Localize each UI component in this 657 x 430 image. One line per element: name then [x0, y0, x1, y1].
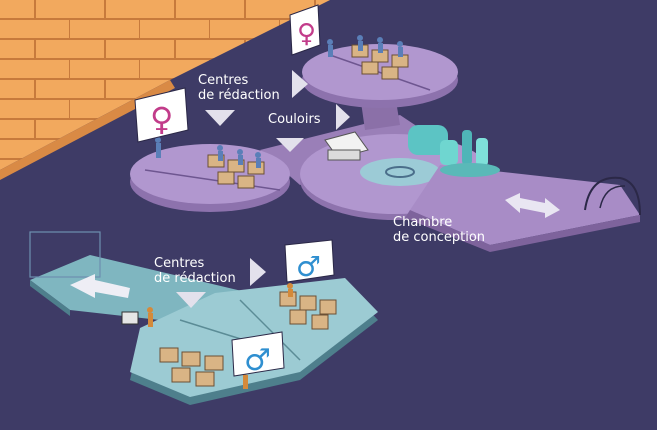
pointer-down-top-left [205, 110, 235, 126]
design-chamber-label-line2: de conception [393, 230, 486, 245]
female-sign-icon: ♀ [297, 19, 316, 49]
exit-corridor [405, 165, 641, 252]
female-sign-board-top: ♀ [289, 4, 321, 56]
pointer-down-bottom [176, 292, 206, 308]
double-arrow-icon [505, 193, 560, 218]
writing-centers-bottom-label-line2: de rédaction [154, 271, 236, 286]
female-sign-board-left: ♀ [134, 87, 189, 143]
pointer-right-top [292, 70, 308, 98]
pointer-right-bottom [250, 258, 266, 286]
corridors-label: Couloirs [268, 112, 321, 127]
pointer-triangles [176, 70, 350, 308]
male-sign-icon: ♂ [296, 250, 321, 283]
male-sign-icon-2: ♂ [244, 343, 271, 378]
pointer-down-corridor [276, 138, 304, 152]
male-sign-board-top: ♂ [284, 239, 335, 283]
female-sign-icon-2: ♀ [150, 100, 173, 138]
paper-desk [324, 131, 369, 161]
writing-centers-top-label-line1: Centres [198, 73, 249, 88]
pointer-right-corridor [336, 104, 350, 130]
writing-centers-top-label-line2: de rédaction [198, 88, 280, 103]
design-chamber-label-line1: Chambre [393, 215, 453, 230]
left-arrow-icon [70, 274, 130, 298]
brick-wall [0, 0, 330, 180]
top-writing-platform [302, 35, 458, 108]
design-machine [408, 125, 500, 177]
left-writing-platform [130, 137, 290, 212]
writing-centers-bottom-label-line1: Centres [154, 256, 205, 271]
male-sign-board-bottom: ♂ [231, 331, 285, 378]
